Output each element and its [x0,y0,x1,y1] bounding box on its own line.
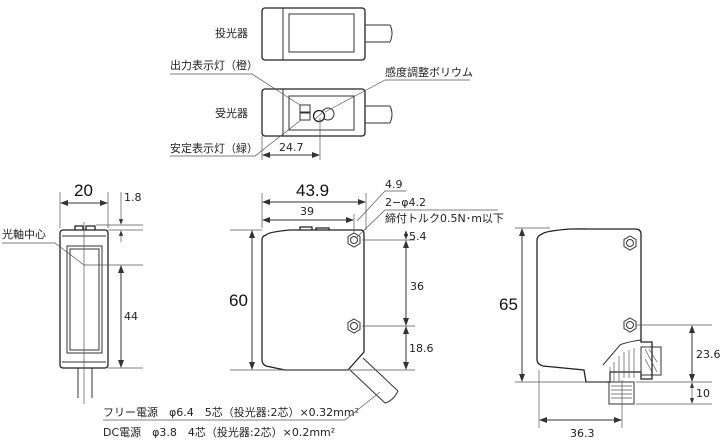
dim-front-top: 1.8 [124,191,142,204]
side-connector-icon [640,346,662,376]
dim-side-height: 60 [229,291,248,310]
dim-top-hole: 5.4 [409,230,427,243]
output-indicator-label: 出力表示灯（橙） [170,58,258,72]
stability-indicator-icon [299,112,311,121]
bottom-connector-icon [608,381,635,405]
front-view [59,222,109,404]
mounting-nut-icon [347,318,361,334]
dim-connector-height: 65 [499,295,518,314]
stability-indicator-label: 安定表示灯（緑） [170,141,258,155]
cable-note-free-power: フリー電源 φ6.4 5芯（投光器:2芯）×0.32mm² [103,405,359,419]
output-indicator-icon [299,104,311,113]
mounting-nut-icon [623,235,637,251]
dim-connector-width: 36.3 [570,427,595,440]
dim-edge: 4.9 [385,178,403,191]
dim-knob-position: 24.7 [279,141,304,154]
emitter-label: 投光器 [215,26,248,40]
dim-bottom-hole: 18.6 [409,342,434,355]
mounting-nut-icon [623,317,637,333]
dim-hole-pitch-y: 36 [410,280,424,293]
dim-connector-length: 10 [696,387,710,400]
cable-note-dc-power: DC電源 φ3.8 4芯（投光器:2芯）×0.2mm² [103,425,335,439]
dim-front-width: 20 [74,181,93,200]
optical-axis-label: 光軸中心 [2,227,46,241]
side-view [261,226,399,404]
receiver-label: 受光器 [215,106,248,120]
receiver-top-view [261,88,393,137]
sensitivity-label: 感度調整ボリウム [385,65,473,79]
connector-view [536,228,662,405]
dim-hole-pitch-x: 39 [300,205,314,218]
dim-side-total-width: 43.9 [296,181,329,200]
dim-front-axis: 44 [124,310,138,323]
mounting-nut-icon [347,232,361,248]
emitter-top-view [261,7,393,61]
torque-spec: 締付トルク0.5N･m以下 [385,211,504,225]
hole-spec: 2−φ4.2 [385,196,426,209]
dim-hole-to-base: 23.6 [696,348,721,361]
